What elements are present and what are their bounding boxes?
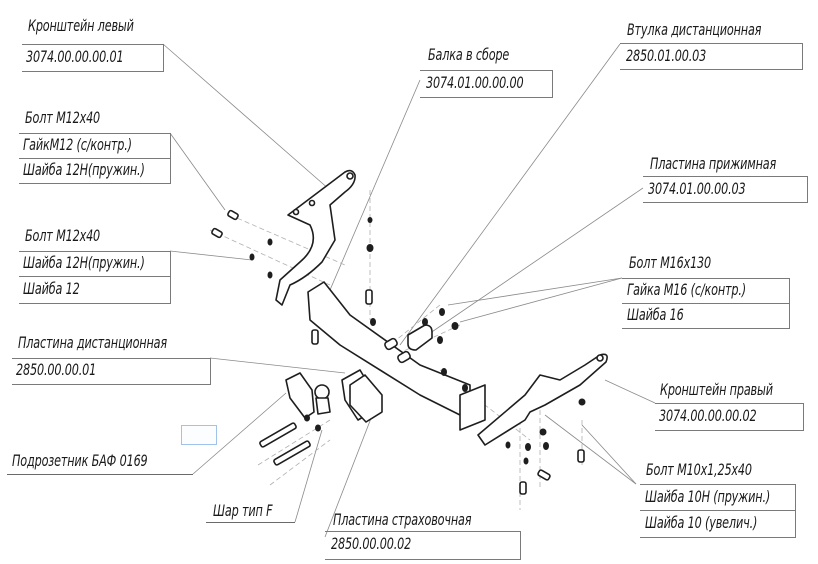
leader-m10-b	[581, 424, 637, 485]
washers-nuts	[249, 217, 586, 465]
ball-part	[314, 384, 330, 400]
leader-bolt-group-1	[169, 132, 226, 211]
callout-title: Балка в сборе	[428, 45, 510, 64]
leader-m10-a	[544, 414, 637, 485]
part-number: 3074.01.00.00.00	[426, 73, 524, 92]
callout-title: Пластина страховочная	[333, 510, 472, 529]
callout-line: Шайба 12Н(пружин.)	[23, 160, 145, 179]
callout-title: Пластина прижимная	[650, 154, 777, 173]
leader-clamp	[419, 187, 644, 341]
long-bolt-2	[273, 440, 311, 466]
callout-line: Шайба 16	[627, 305, 684, 324]
part-number: 3074.01.00.00.03	[648, 179, 746, 198]
sleeve-2	[397, 350, 411, 364]
leader-safety-plate	[324, 407, 376, 538]
callout-title: Втулка дистанционная	[627, 20, 762, 39]
callout-line: Болт M10x1,25x40	[646, 460, 752, 479]
part-number: 2850.01.00.03	[626, 46, 707, 65]
part-number: 2850.00.00.02	[331, 534, 412, 553]
callout-line: Шайба 10 (увелич.)	[645, 513, 758, 532]
callout-line: Гайка M16 (с/контр.)	[627, 280, 747, 299]
parts	[211, 169, 608, 495]
callout-title: Кронштейн левый	[28, 16, 134, 35]
leader-bolt-group-2	[169, 250, 253, 261]
callout-title: Подрозетник БАФ 0169	[12, 451, 148, 470]
part-number: 3074.00.00.00.02	[659, 406, 757, 425]
sleeve-1	[384, 337, 398, 351]
callout-line: Шайба 10Н (пружин.)	[645, 487, 771, 506]
leader-m16-b	[459, 277, 623, 323]
callout-title: Пластина дистанционная	[18, 333, 167, 352]
safety-plate-part	[349, 374, 383, 423]
selection-rectangle[interactable]	[181, 425, 217, 445]
socket-holder-part	[285, 372, 315, 419]
leader-socket-holder	[192, 392, 287, 475]
leader-sleeve	[399, 43, 621, 346]
part-number: 2850.00.00.01	[16, 360, 97, 379]
callout-line: Шайба 12	[23, 279, 80, 298]
leader-right-bracket	[604, 379, 656, 404]
clamp-plate-part	[407, 324, 433, 351]
callout-line: ГайкM12 (с/контр.)	[23, 135, 132, 154]
callout-title: Кронштейн правый	[660, 380, 773, 399]
callout-line: Болт M12x40	[25, 226, 101, 245]
callout-title: Шар тип F	[213, 501, 273, 520]
leader-bracket-left	[162, 43, 331, 191]
leader-beam	[329, 79, 421, 291]
left-bracket-part	[275, 169, 356, 306]
leader-ball	[294, 429, 323, 523]
part-number: 3074.00.00.00.01	[26, 47, 124, 66]
callout-line: Шайба 12Н(пружин.)	[23, 253, 145, 272]
leader-m16-a	[447, 277, 623, 306]
leader-lines	[162, 43, 656, 538]
callout-line: Болт M16x130	[629, 253, 712, 272]
callout-line: Болт M12x40	[25, 108, 101, 127]
right-bracket-part	[477, 353, 608, 446]
leader-spacer-plate	[209, 357, 346, 374]
long-bolt-1	[259, 422, 297, 448]
